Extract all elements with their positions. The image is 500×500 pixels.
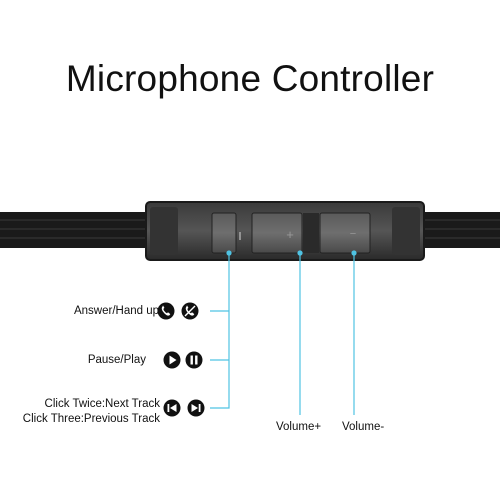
- volume-up-label: Volume+: [276, 421, 322, 433]
- previous-track-label: Click Three:Previous Track: [22, 413, 160, 425]
- next-track-icon: [187, 399, 205, 417]
- play-icon: [163, 351, 181, 369]
- volume-down-button[interactable]: [319, 212, 371, 254]
- page-title: Microphone Controller: [65, 58, 435, 99]
- volume-up-button[interactable]: [251, 212, 319, 254]
- pause-play-label: Pause/Play: [87, 354, 146, 366]
- callout-dot: [351, 250, 357, 256]
- volume-up-symbol: +: [286, 227, 294, 242]
- callout-dot: [226, 250, 232, 256]
- answer-hangup-label: Answer/Hand up: [73, 305, 159, 317]
- callout-dot: [297, 250, 303, 256]
- callout-lines: [210, 253, 355, 415]
- next-track-label: Click Twice:Next Track: [44, 398, 160, 410]
- phone-answer-icon: [157, 302, 175, 320]
- phone-hangup-icon: [181, 302, 199, 320]
- multi-function-button[interactable]: [211, 212, 241, 254]
- volume-down-label: Volume-: [342, 421, 385, 433]
- cable-right: [420, 212, 500, 248]
- cable-left: [0, 212, 152, 248]
- pause-icon: [185, 351, 203, 369]
- volume-down-symbol: −: [350, 228, 356, 240]
- previous-track-icon: [163, 399, 181, 417]
